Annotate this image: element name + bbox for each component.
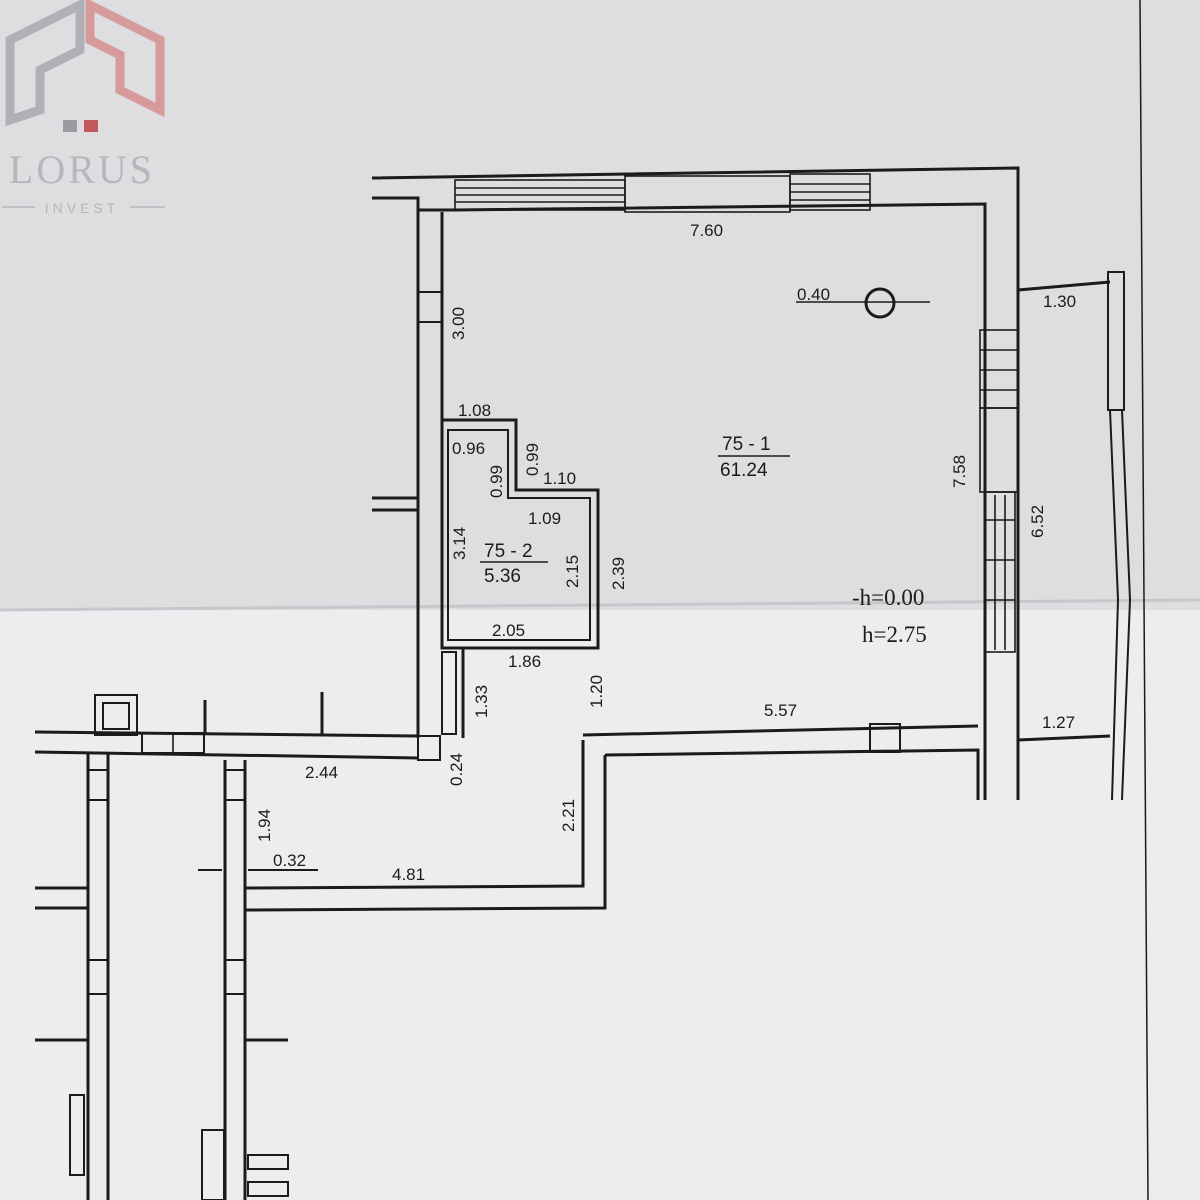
balcony-top-edge [1017,280,1111,292]
room-2-number: 75 - 2 [484,541,533,562]
dark-fixture [201,1129,225,1200]
bathroom-wall-inner [447,429,591,641]
dim-bath-right: 2.39 [609,557,628,590]
dim-bath-top: 1.08 [458,401,491,420]
lower-corridor-wall [244,755,607,912]
paper-upper-half [0,0,1200,610]
top-wall-outer [371,166,1020,288]
paper-lower-half [0,610,1200,1200]
lower-left-top-wall-inner [34,750,419,760]
logo-square-grey [63,120,77,132]
dim-lower-bottom: 4.81 [392,865,425,884]
left-fixture [69,1094,85,1176]
corridor-stub-left [441,651,457,735]
dim-balcony-bottom: 1.27 [1042,713,1075,732]
balcony-bottom-edge [1017,734,1111,742]
lower-left-top-wall [34,730,419,738]
dim-lower-step: 0.32 [273,851,306,870]
left-column [417,291,443,323]
shaft-box [94,694,138,736]
page-border-line [1139,0,1149,1200]
dim-corridor-right: 1.20 [587,675,606,708]
dim-balcony-top: 1.30 [1043,292,1076,311]
lower-fixture-a [247,1154,289,1170]
dim-right-window: 6.52 [1028,505,1047,538]
small-pier [417,735,441,761]
riser-pipe-icon [796,287,930,319]
dim-bath-notch-h-left: 0.99 [487,465,506,498]
dim-bath-notch-h-right: 0.99 [523,443,542,476]
shaft-box-inner [102,702,130,730]
room-1-number: 75 - 1 [722,434,771,455]
room-1-area: 61.24 [720,460,768,481]
dim-bath-inner-top: 1.09 [528,509,561,528]
dim-riser: 0.40 [797,285,830,304]
lower-fixture-b [247,1181,289,1197]
balcony-rail-lower [1109,409,1132,801]
paper-fold [0,598,1200,612]
ceiling-height-label: h=2.75 [862,622,927,647]
logo-tagline-text: INVEST [45,200,120,216]
bottom-wall-top [582,724,979,737]
bottom-wall-outer [244,740,585,890]
bottom-wall-inner [604,748,980,800]
logo-brand-text: LORUS [9,147,155,192]
dim-lower-left-side: 1.94 [255,809,274,842]
left-window-4 [224,959,246,995]
floor-height-label: -h=0.00 [852,585,924,610]
dim-corridor-left: 1.33 [472,685,491,718]
dim-top-width: 7.60 [690,221,723,240]
dim-bath-left: 3.14 [450,527,469,560]
dim-bath-inner-right: 2.15 [563,555,582,588]
dim-bath-notch-w: 0.96 [452,439,485,458]
company-logo: LORUS INVEST [2,0,165,216]
walls [34,166,1132,1200]
logo-mark-red [85,0,165,118]
left-window-1 [87,769,109,801]
bathroom-wall-outer [440,418,600,650]
dim-bath-step: 1.10 [543,469,576,488]
dim-lower-left-top: 2.44 [305,763,338,782]
room-labels: 75 - 1 61.24 75 - 2 5.36 -h=0.00 h=2.75 [480,434,927,647]
dim-right-wall: 7.58 [950,455,969,488]
dim-corridor-top: 1.86 [508,652,541,671]
balcony-rail-upper [1107,271,1125,411]
bottom-column [869,723,901,753]
dim-left-wall-upper: 3.00 [449,307,468,340]
balcony-door [984,491,1016,653]
logo-mark-grey [5,0,85,127]
dimension-labels: 7.60 3.00 0.40 1.30 7.58 6.52 1.27 1.08 … [255,221,1076,884]
room-2-area: 5.36 [484,566,521,587]
dim-bath-bottom: 2.05 [492,621,525,640]
dim-small-pier: 0.24 [447,753,466,786]
logo-square-red [84,120,98,132]
dim-lower-right: 2.21 [559,799,578,832]
left-window-2 [87,959,109,995]
top-wall-inner [372,196,987,330]
dim-bottom-right: 5.57 [764,701,797,720]
left-window-3 [224,769,246,801]
